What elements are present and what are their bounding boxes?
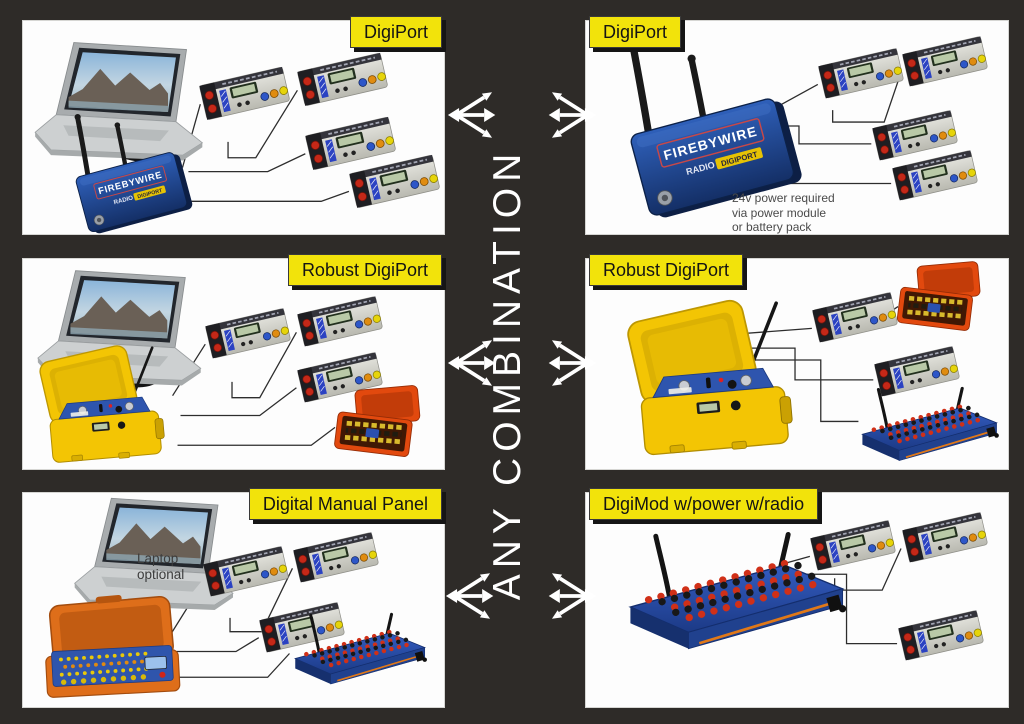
firing-module-image xyxy=(809,519,897,572)
branch-arrow-icon xyxy=(546,338,597,388)
battery-case-image xyxy=(892,259,984,337)
robust-digiport-case-image xyxy=(623,296,797,459)
firing-module-image xyxy=(811,291,899,344)
firing-module-image xyxy=(202,545,290,598)
firing-module-image xyxy=(901,511,989,564)
panel-digital-manual-panel: Digital Manual Panel Laptop optional xyxy=(22,488,445,708)
panel-title-badge: Digital Manual Panel xyxy=(248,488,442,520)
firing-module-image xyxy=(897,609,985,662)
firing-module-image xyxy=(901,35,989,88)
digiport-radio-image xyxy=(594,35,822,217)
firing-module-image xyxy=(292,531,380,584)
firing-module-image xyxy=(348,153,441,209)
firing-module-image xyxy=(204,307,292,360)
panel-title-badge: DigiPort xyxy=(589,16,682,48)
robust-digiport-case-image xyxy=(36,342,168,466)
digiport-radio-image xyxy=(51,109,206,233)
firing-module-image xyxy=(817,47,905,100)
panel-title-badge: Robust DigiPort xyxy=(287,254,442,286)
digimod-rail-image xyxy=(852,385,1007,471)
panel-robust-digiport-wired: Robust DigiPort xyxy=(22,254,445,470)
panel-digiport-radio: DigiPort 24v power required via power mo… xyxy=(585,16,1009,235)
manual-panel-case-image xyxy=(39,575,199,701)
branch-arrow-icon xyxy=(546,90,597,140)
firing-module-image xyxy=(296,51,389,107)
firing-module-image xyxy=(198,65,291,121)
laptop-optional-note: Laptop optional xyxy=(137,551,185,582)
battery-case-image xyxy=(329,383,424,463)
branch-arrow-icon xyxy=(445,571,496,621)
panel-digiport-wired: DigiPort xyxy=(22,16,445,235)
panel-title-badge: Robust DigiPort xyxy=(589,254,744,286)
power-note: 24v power required via power module or b… xyxy=(732,191,835,234)
digimod-rail-image xyxy=(285,611,435,694)
firing-module-image xyxy=(296,295,384,348)
panel-digimod-power-radio: DigiMod w/power w/radio xyxy=(585,488,1009,708)
firing-module-image xyxy=(891,149,979,202)
branch-arrow-icon xyxy=(447,90,498,140)
panel-title-badge: DigiMod w/power w/radio xyxy=(589,488,819,520)
panel-robust-digiport-field: Robust DigiPort xyxy=(585,258,1009,470)
panel-title-badge: DigiPort xyxy=(349,16,442,48)
branch-arrow-icon xyxy=(447,338,498,388)
branch-arrow-icon xyxy=(546,571,597,621)
